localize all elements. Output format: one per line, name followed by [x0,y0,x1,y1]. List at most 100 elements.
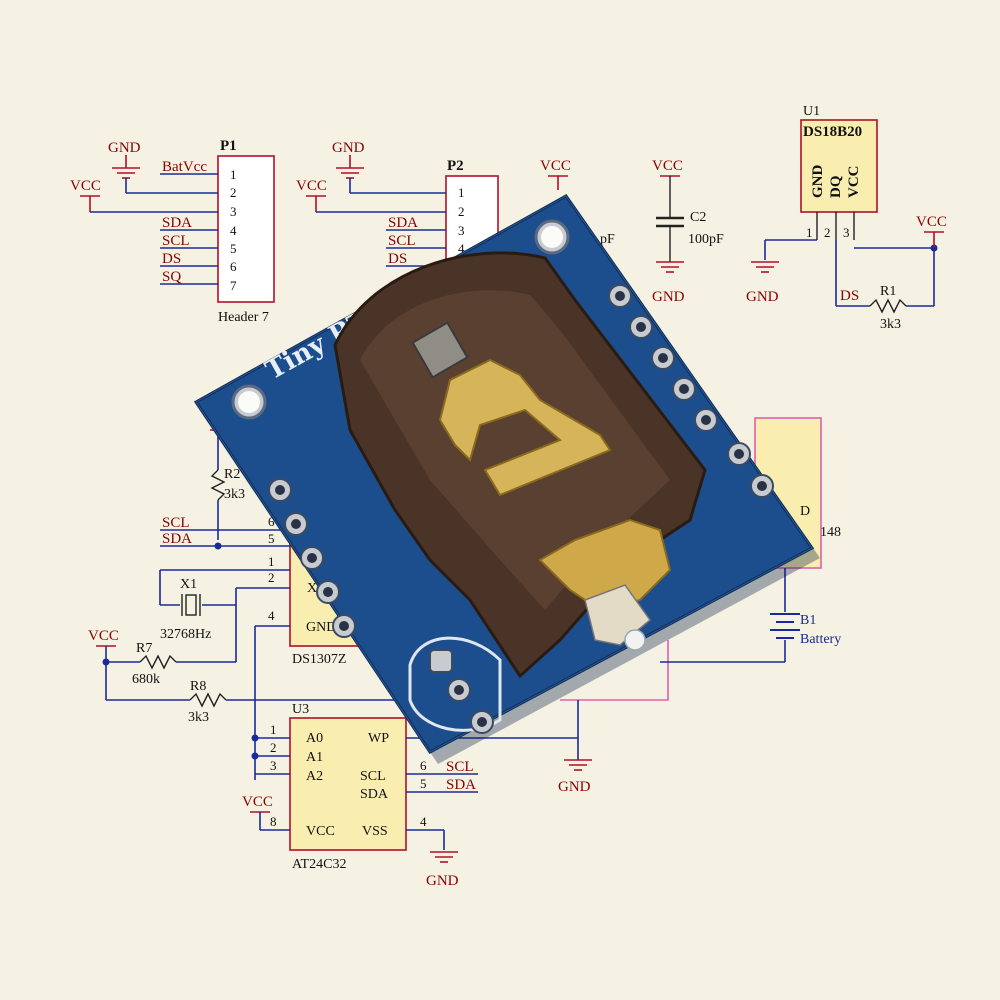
u3-pin-sda: SDA [360,787,389,802]
u3-part: AT24C32 [292,857,346,872]
c2-ref: C2 [690,210,706,225]
r2-ref: R2 [224,467,240,482]
capacitor-c2: VCC C2 100pF GND [652,158,724,305]
u3-gnd-right: GND [558,779,591,795]
partial-ref: D [800,504,810,519]
u1-ds: DS [840,288,859,304]
u3-pin-num: 4 [420,814,427,829]
rtc-scl: SCL [162,515,190,531]
r7-ref: R7 [136,641,152,656]
header-p1-net: SCL [162,233,190,249]
eeprom-u3: U3 AT24C32 A0 A1 A2 WP SCL SDA VCC VSS 1… [242,700,592,889]
c2-gnd: GND [652,289,685,305]
x1-ref: X1 [180,577,197,592]
header-p1-net: DS [162,251,181,267]
u3-pin-num: 1 [270,722,277,737]
r7-value: 680k [132,672,160,687]
u3-pin-a2: A2 [306,769,323,784]
r8-ref: R8 [190,679,206,694]
header-p1-ref: P1 [220,138,237,154]
left-pin-row [268,478,356,638]
header-p1-net: SQ [162,269,181,285]
sensor-u1: U1 DS18B20 GND DQ VCC 1 2 3 GND DS R1 3k… [746,104,947,332]
u1-pin-gnd: GND [810,165,826,199]
rtc-vcc: VCC [88,628,119,644]
u3-sda-net: SDA [446,777,476,793]
header-p1-pin-num: 5 [230,241,237,256]
u1-pin-num: 2 [824,225,831,240]
r1-value: 3k3 [880,317,901,332]
ground-symbol: GND [332,140,365,179]
u3-pin-a0: A0 [306,731,323,746]
u3-pin-wp: WP [368,731,389,746]
ds1307-pin-num: 2 [268,570,275,585]
u1-ref: U1 [803,104,820,119]
partial-cap-value: pF [600,232,615,247]
header-p1-pin-num: 1 [230,167,237,182]
header-p2-net: SDA [388,215,418,231]
u1-pin-vcc: VCC [846,166,862,199]
u3-pin-num: 3 [270,758,277,773]
battery-ref: B1 [800,613,816,628]
ds1307-pin-num: 4 [268,608,275,623]
header-p1-net: SDA [162,215,192,231]
header-p2-pin-num: 4 [458,241,465,256]
u1-vcc: VCC [916,214,947,230]
r1-ref: R1 [880,284,896,299]
header-p1-pin-num: 7 [230,278,237,293]
ds1307-pin-gnd: GND [306,620,336,635]
header-p1-gnd: GND [108,140,141,156]
header-p1-pin-num: 6 [230,259,237,274]
header-p1-body [217,155,275,303]
partial-part: 148 [820,525,841,540]
header-p2-pin-num: 3 [458,223,465,238]
header-p2-pin-num: 1 [458,185,465,200]
header-p2-net: DS [388,251,407,267]
u3-pin-scl: SCL [360,769,386,784]
u3-pin-a1: A1 [306,750,323,765]
u3-gnd: GND [426,873,459,889]
header-p2-vcc: VCC [296,178,327,194]
u1-pin-num: 3 [843,225,850,240]
u3-ref: U3 [292,702,309,717]
header-p1-net: BatVcc [162,159,207,175]
ds1307-pin-num: 1 [268,554,275,569]
x1-value: 32768Hz [160,627,211,642]
header-p1-part: Header 7 [218,310,269,325]
battery-label: Battery [800,632,841,647]
header-p2-gnd: GND [332,140,365,156]
header-p1: P1 Header 7 GND VCC BatVcc SDA SCL DS [70,138,275,325]
u3-vcc: VCC [242,794,273,810]
ds1307-pin-num: 5 [268,531,275,546]
ds1307-part: DS1307Z [292,652,346,667]
ground-symbol: GND [108,140,141,179]
vcc-label: VCC [540,158,571,174]
rtc-sda: SDA [162,531,192,547]
u3-pin-num: 6 [420,758,427,773]
u3-body [289,717,407,851]
u3-pin-num: 2 [270,740,277,755]
u3-pin-num: 8 [270,814,277,829]
header-p1-pin-num: 3 [230,204,237,219]
header-p2-pin-num: 2 [458,204,465,219]
u1-pin-dq: DQ [828,175,844,198]
header-p1-pin-num: 2 [230,185,237,200]
r8-value: 3k3 [188,710,209,725]
u3-pin-vss: VSS [362,824,388,839]
header-p1-pin-num: 4 [230,223,237,238]
u3-pin-vcc: VCC [306,824,335,839]
coin-cell-holder [333,251,707,679]
u3-scl-net: SCL [446,759,474,775]
u1-body [800,119,878,213]
battery-b1: B1 Battery [660,568,841,663]
c2-value: 100pF [688,232,724,247]
right-pin-row [608,284,774,498]
u1-part: DS18B20 [803,124,862,140]
rtc-pcb-board: Tiny RTC [193,194,820,764]
header-p2-net: SCL [388,233,416,249]
u3-pin-num: 5 [420,776,427,791]
u1-gnd: GND [746,289,779,305]
to92-footprint [408,636,502,734]
header-p2-ref: P2 [447,158,464,174]
